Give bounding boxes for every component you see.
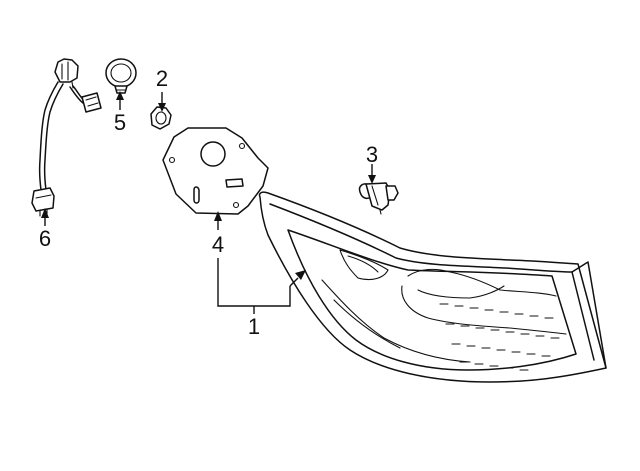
callout-4: 4 <box>212 232 224 257</box>
part-5-bulb <box>105 58 137 94</box>
callout-2: 2 <box>156 66 168 91</box>
callout-3: 3 <box>366 142 378 167</box>
part-6-wire-harness <box>31 58 102 217</box>
leader-lines <box>41 91 376 314</box>
part-2-nut <box>150 106 172 130</box>
part-1-tail-lamp <box>258 191 607 383</box>
callout-1: 1 <box>248 314 260 339</box>
part-4-gasket <box>162 127 269 215</box>
callout-6: 6 <box>39 226 51 251</box>
callout-5: 5 <box>114 110 126 135</box>
part-3-push-clip <box>358 182 399 215</box>
